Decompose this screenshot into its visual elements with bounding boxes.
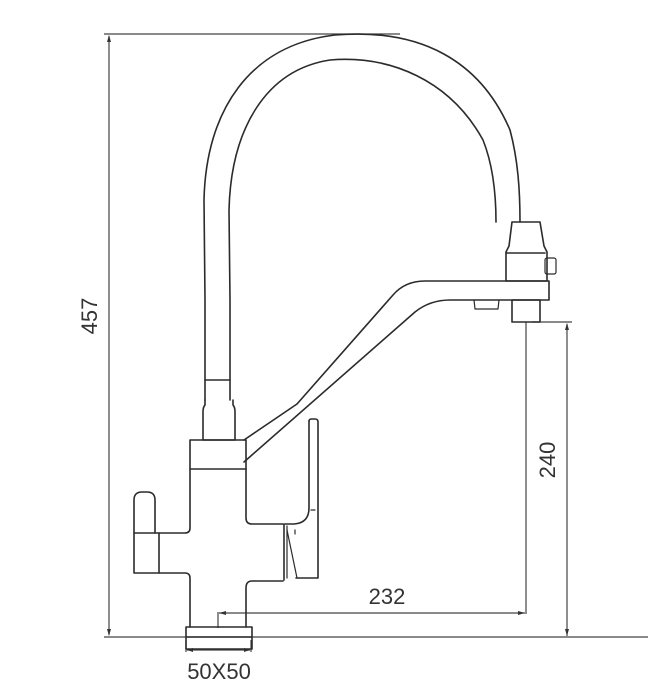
mounting-base — [185, 626, 253, 650]
dimension-label-240: 240 — [535, 442, 560, 479]
dimension-overall-height: 457 — [77, 33, 648, 638]
spray-head — [505, 221, 557, 282]
arrow-down-icon — [565, 629, 569, 636]
filtered-water-arm — [243, 280, 550, 463]
dimension-spout-reach: 232 — [217, 322, 527, 628]
side-lever-handle — [283, 418, 319, 581]
filter-outlet — [511, 299, 541, 323]
arrow-up-icon — [565, 323, 569, 330]
filter-handle — [133, 491, 160, 574]
arrow-left-icon — [219, 611, 226, 615]
dimension-label-50x50: 50X50 — [187, 659, 251, 684]
dimension-label-232: 232 — [369, 584, 406, 609]
hose-collar — [189, 379, 247, 470]
dimension-label-457: 457 — [77, 298, 102, 335]
arrow-up-icon — [107, 35, 111, 42]
dimension-spout-height: 240 — [532, 321, 572, 636]
arrow-right-icon — [518, 611, 525, 615]
flexible-spout-hose — [203, 33, 521, 401]
spray-button — [544, 257, 557, 275]
arrow-down-icon — [107, 629, 111, 636]
dimension-base-size: 50X50 — [185, 640, 252, 684]
faucet-body — [158, 468, 284, 628]
